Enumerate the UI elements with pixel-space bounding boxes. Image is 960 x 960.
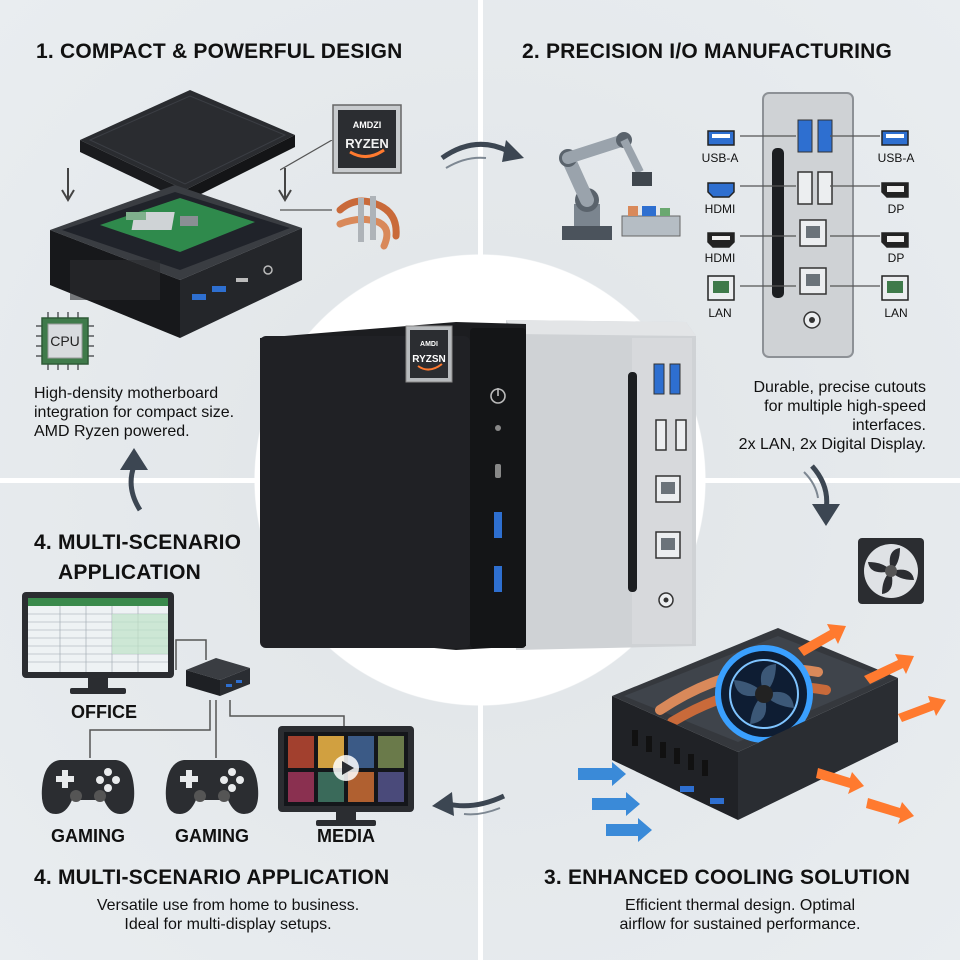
hdmi-icon — [707, 232, 735, 248]
black-mini-pc: AMDI RYZSN — [260, 322, 526, 650]
port-label-right-4: LAN — [884, 306, 908, 320]
exploded-mini-pc-illustration — [50, 90, 302, 338]
port-label-left-2: HDMI — [704, 202, 736, 216]
usb-a-icon — [881, 130, 909, 146]
port-label-left-3: HDMI — [704, 251, 736, 265]
hdmi-icon — [707, 182, 735, 198]
design-description: High-density motherboard integration for… — [34, 385, 235, 440]
flow-arrow-right-icon — [440, 140, 524, 169]
usb-a-icon — [707, 130, 735, 146]
chip-brand-text: AMDZI — [353, 120, 382, 130]
ryzen-chip-icon: AMDZI RYZEN — [332, 104, 402, 174]
io-description: Durable, precise cutouts for multiple hi… — [738, 379, 926, 453]
port-callout-lines — [740, 135, 880, 287]
heatpipe-icon — [336, 196, 400, 250]
design-heading: 1. COMPACT & POWERFUL DESIGN — [36, 40, 403, 63]
lan-icon — [707, 275, 735, 301]
scenario-connection-lines — [89, 639, 345, 758]
scenario-mini-pc-icon — [186, 658, 250, 696]
port-label-right-3: DP — [887, 251, 905, 265]
design-callout-lines — [280, 140, 333, 211]
mini-pc-lid — [80, 90, 295, 202]
scenario-label-media: MEDIA — [317, 826, 375, 846]
gamepad-icon — [41, 760, 135, 814]
cooling-heading: 3. ENHANCED COOLING SOLUTION — [544, 866, 911, 889]
port-label-left-4: LAN — [708, 306, 732, 320]
center-mini-pc-illustration: AMDI RYZSN — [260, 320, 696, 650]
scenario-label-gaming: GAMING — [51, 826, 125, 846]
flow-arrow-up-icon — [120, 448, 148, 512]
scenario-heading: 4. MULTI-SCENARIO APPLICATION — [34, 866, 390, 889]
cooling-description: Efficient thermal design. Optimal airflo… — [619, 897, 861, 933]
displayport-icon — [881, 232, 909, 248]
port-label-left-1: USB-A — [701, 151, 739, 165]
scenario-label-gaming-2: GAMING — [175, 826, 249, 846]
io-heading: 2. PRECISION I/O MANUFACTURING — [522, 40, 893, 63]
badge-brand-text: AMDI — [420, 341, 438, 348]
badge-model-text: RYZSN — [412, 354, 446, 365]
cooling-mini-pc-illustration — [578, 624, 946, 842]
scenario-description: Versatile use from home to business. Ide… — [96, 897, 360, 933]
robot-arm-illustration — [559, 132, 681, 240]
silver-mini-pc — [506, 320, 696, 650]
fan-icon — [858, 538, 924, 604]
flow-arrow-left-icon — [432, 792, 506, 816]
scenario-heading-upper: 4. MULTI-SCENARIO APPLICATION — [34, 531, 242, 584]
cpu-icon: CPU — [36, 312, 94, 370]
chip-model-text: RYZEN — [345, 136, 389, 151]
scenario-label-office: OFFICE — [71, 702, 137, 722]
mini-pc-base — [50, 185, 302, 338]
port-label-right-1: USB-A — [877, 151, 915, 165]
media-tv-icon — [278, 726, 414, 826]
lan-icon — [881, 275, 909, 301]
displayport-icon — [881, 182, 909, 198]
gamepad-icon — [165, 760, 259, 814]
flow-arrow-down-icon — [803, 464, 840, 526]
port-label-right-2: DP — [887, 202, 905, 216]
cpu-label: CPU — [50, 333, 80, 349]
office-monitor-icon — [22, 592, 174, 694]
